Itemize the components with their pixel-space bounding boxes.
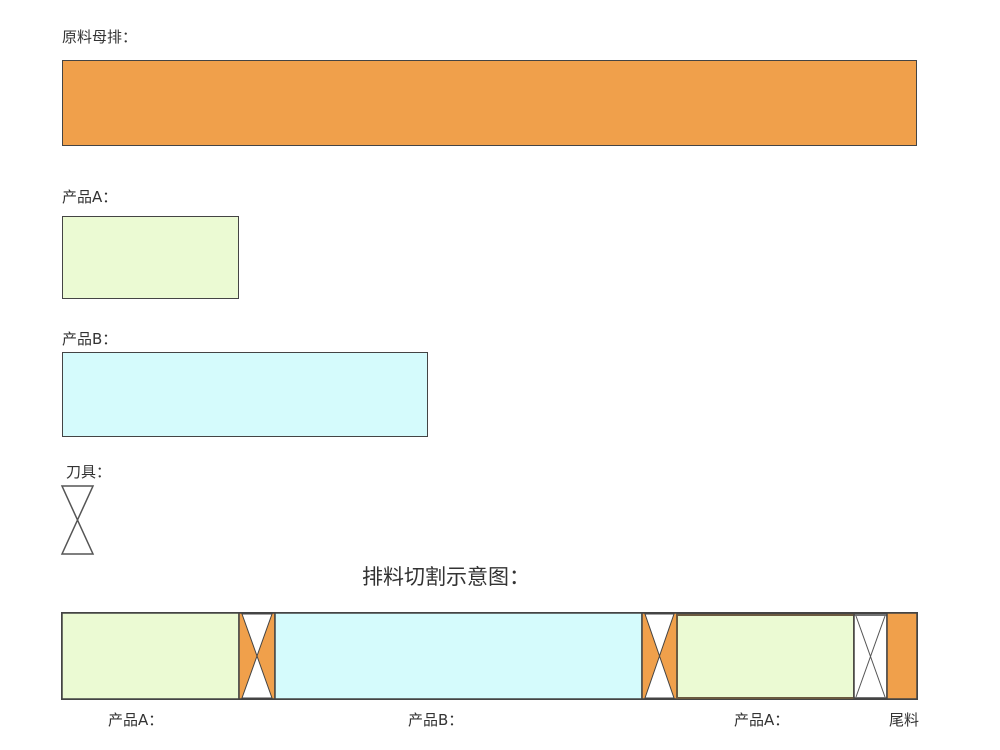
product-a-label: 产品A： bbox=[62, 188, 118, 206]
product-b-label: 产品B： bbox=[62, 330, 118, 348]
knife-icon bbox=[60, 485, 95, 555]
product-a-block bbox=[62, 216, 239, 299]
strip-label-tail: 尾料 bbox=[889, 711, 920, 729]
strip-tail bbox=[886, 612, 918, 700]
strip-label-product-a-2: 产品A： bbox=[734, 711, 790, 729]
cutting-strip bbox=[61, 612, 918, 700]
knife-label: 刀具： bbox=[66, 463, 112, 481]
raw-material-label: 原料母排： bbox=[62, 28, 138, 46]
strip-knife-2 bbox=[641, 612, 678, 700]
strip-product-b bbox=[274, 612, 643, 700]
strip-knife-1 bbox=[238, 612, 276, 700]
diagram-title: 排料切割示意图： bbox=[362, 565, 530, 589]
product-b-block bbox=[62, 352, 428, 437]
strip-knife-3 bbox=[853, 614, 888, 699]
raw-material-bar bbox=[62, 60, 917, 146]
strip-product-a-2 bbox=[676, 614, 855, 699]
strip-product-a-1 bbox=[61, 612, 240, 700]
strip-label-product-a-1: 产品A： bbox=[108, 711, 164, 729]
strip-label-product-b: 产品B： bbox=[408, 711, 464, 729]
